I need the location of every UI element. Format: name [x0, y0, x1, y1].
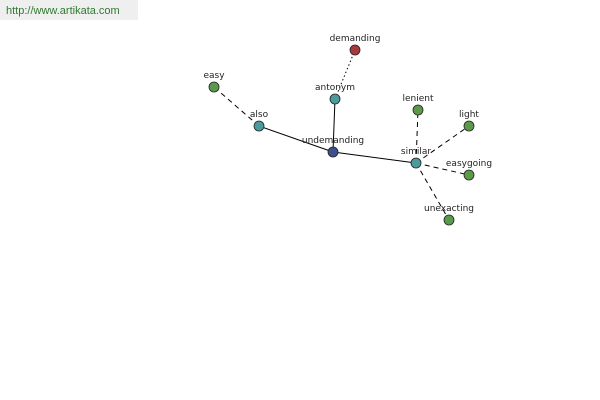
node-easygoing[interactable]: easygoing [446, 159, 492, 181]
edge-undemanding-similar [332, 151, 417, 164]
node-similar[interactable]: similar [401, 147, 431, 169]
node-dot-demanding[interactable] [349, 44, 361, 56]
node-label-lenient: lenient [402, 94, 433, 104]
node-label-undemanding: undemanding [302, 136, 364, 146]
node-antonym[interactable]: antonym [315, 83, 355, 105]
node-also[interactable]: also [250, 110, 269, 132]
node-dot-unexacting[interactable] [443, 214, 455, 226]
node-label-also: also [250, 110, 269, 120]
node-label-light: light [459, 110, 479, 120]
edge-similar-easygoing [415, 162, 470, 176]
node-label-easygoing: easygoing [446, 159, 492, 169]
node-dot-similar[interactable] [410, 157, 422, 169]
site-url-link[interactable]: http://www.artikata.com [6, 5, 120, 17]
node-lenient[interactable]: lenient [402, 94, 434, 116]
node-dot-undemanding[interactable] [327, 146, 339, 158]
node-label-similar: similar [401, 147, 431, 157]
edge-undemanding-antonym [332, 98, 336, 153]
edge-also-easy [213, 86, 260, 127]
node-label-easy: easy [203, 71, 225, 81]
edge-antonym-demanding [334, 49, 356, 100]
graph-nodes: undemanding also antonym similar easy demandi… [203, 34, 492, 226]
node-dot-antonym[interactable] [329, 93, 341, 105]
node-light[interactable]: light [459, 110, 479, 132]
edge-undemanding-also [258, 125, 334, 153]
graph-edges [213, 49, 470, 221]
node-dot-lenient[interactable] [412, 104, 424, 116]
edge-similar-unexacting [415, 162, 450, 221]
node-undemanding[interactable]: undemanding [302, 136, 364, 158]
node-label-antonym: antonym [315, 83, 355, 93]
site-url-bar: http://www.artikata.com [0, 0, 138, 20]
node-dot-light[interactable] [463, 120, 475, 132]
node-dot-easygoing[interactable] [463, 169, 475, 181]
node-dot-easy[interactable] [208, 81, 220, 93]
node-label-demanding: demanding [330, 34, 381, 44]
node-demanding[interactable]: demanding [330, 34, 381, 56]
node-label-unexacting: unexacting [424, 204, 474, 214]
node-unexacting[interactable]: unexacting [424, 204, 474, 226]
edge-similar-light [415, 125, 470, 164]
node-dot-also[interactable] [253, 120, 265, 132]
node-easy[interactable]: easy [203, 71, 225, 93]
